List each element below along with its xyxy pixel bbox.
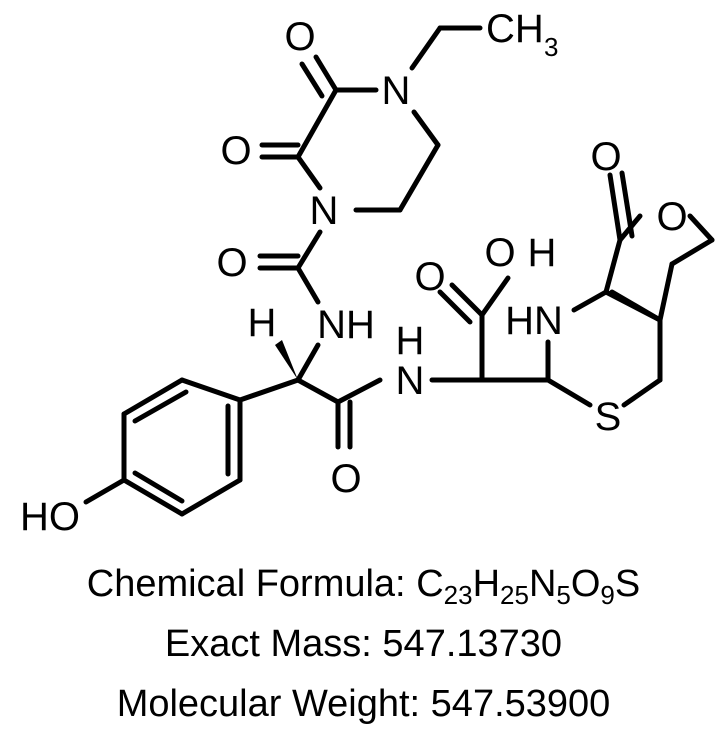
atom-o-oh2: O xyxy=(484,231,515,275)
molecular-weight: Molecular Weight: 547.53900 xyxy=(116,683,611,725)
atom-n-amide: NH xyxy=(317,303,375,347)
bond xyxy=(295,342,321,383)
atom-n-ethyl: N xyxy=(382,69,411,113)
chemical-formula: Chemical Formula: C23H25N5O9S xyxy=(0,562,727,608)
atom-labels: O N CH 3 O N O NH H H N O O H O HN O O S… xyxy=(20,7,688,539)
bond xyxy=(313,54,339,93)
bond xyxy=(83,477,127,505)
bond xyxy=(295,265,321,305)
formula-label: Chemical Formula: xyxy=(86,563,406,605)
bond xyxy=(295,229,323,271)
exact-mass: Exact Mass: 547.13730 xyxy=(164,623,563,665)
bond xyxy=(621,377,663,408)
formula-h-count: 25 xyxy=(500,580,529,610)
bond xyxy=(437,289,473,325)
atom-h-stereo: H xyxy=(248,301,277,345)
formula-c-count: 23 xyxy=(443,580,473,610)
bond xyxy=(657,261,675,323)
atom-o5: O xyxy=(590,135,621,179)
bond xyxy=(295,154,323,191)
bond xyxy=(411,109,441,148)
atom-o1: O xyxy=(284,15,315,59)
atom-hn: HN xyxy=(505,299,563,343)
atom-ho: HO xyxy=(20,495,80,539)
bond xyxy=(397,142,441,213)
bond xyxy=(179,377,243,403)
formula-s: S xyxy=(614,563,641,605)
bond xyxy=(335,377,383,405)
atom-o-ring: O xyxy=(656,195,687,239)
atom-o-oh: O xyxy=(414,255,445,299)
atom-ch: CH xyxy=(486,7,544,51)
bond xyxy=(609,289,663,323)
bond xyxy=(603,237,623,295)
formula-n-count: 5 xyxy=(556,580,571,610)
atom-n-nh: N xyxy=(396,359,425,403)
atom-h-nh: H xyxy=(396,319,425,363)
bond xyxy=(121,477,185,517)
bond xyxy=(132,470,185,504)
atom-o3: O xyxy=(216,241,247,285)
formula-value: C23H25N5O9S xyxy=(416,563,641,608)
bond xyxy=(669,237,715,267)
bond xyxy=(607,172,623,243)
bond xyxy=(409,25,443,71)
atom-s: S xyxy=(595,395,622,439)
bond xyxy=(132,389,189,424)
bond xyxy=(121,377,185,417)
bond xyxy=(179,477,243,517)
formula-c: C xyxy=(416,563,444,605)
formula-n: N xyxy=(528,563,557,605)
atom-o4: O xyxy=(330,457,361,501)
atom-ch-sub: 3 xyxy=(544,32,558,62)
bond xyxy=(687,213,715,243)
formula-o: O xyxy=(570,563,601,605)
wedge-bond xyxy=(275,340,298,380)
bond xyxy=(479,275,511,318)
bond xyxy=(619,170,635,239)
bond xyxy=(295,377,341,405)
atom-n-pip: N xyxy=(310,189,339,233)
formula-o-count: 9 xyxy=(600,580,615,610)
formula-h: H xyxy=(472,563,501,605)
atom-h-oh: H xyxy=(528,231,557,275)
molecule-drawing xyxy=(83,25,715,517)
bond xyxy=(449,282,485,318)
bond xyxy=(295,87,339,160)
bond xyxy=(571,289,609,313)
bond xyxy=(299,61,325,99)
atom-o2: O xyxy=(220,129,251,173)
bond xyxy=(545,377,593,408)
bond xyxy=(237,377,301,403)
